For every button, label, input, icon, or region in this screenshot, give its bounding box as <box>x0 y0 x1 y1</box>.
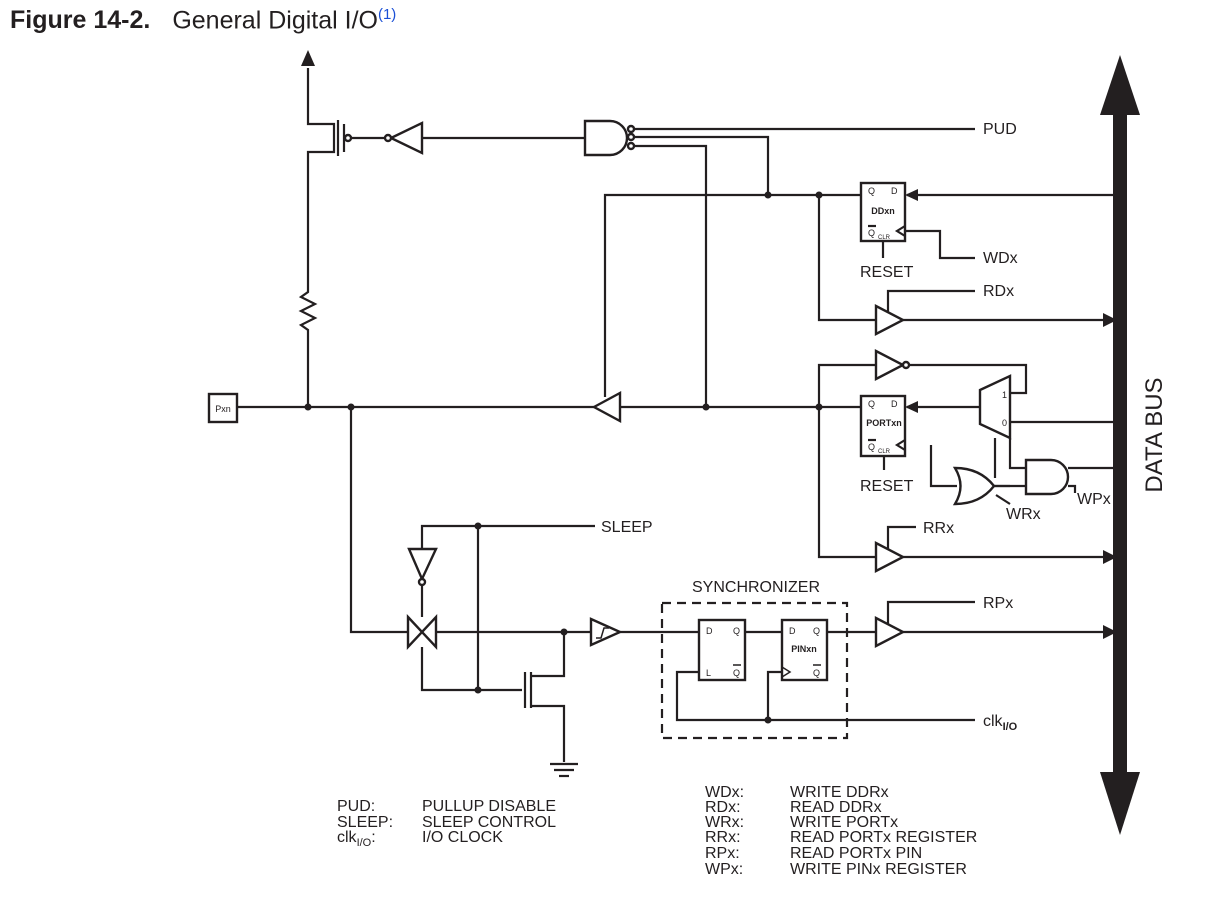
svg-text:RRx:: RRx: <box>705 829 741 846</box>
svg-text:WRx:: WRx: <box>705 814 744 831</box>
figure-number: Figure 14-2. <box>10 6 151 35</box>
rpx-buffer <box>874 616 906 648</box>
write-mux: 1 0 <box>978 374 1012 440</box>
svg-text:CLR: CLR <box>878 235 891 241</box>
signal-clk: clkI/O <box>983 713 1018 733</box>
data-bus: DATA BUS <box>1100 55 1168 835</box>
portxn-label: PORTxn <box>866 418 902 428</box>
rdx-buffer <box>874 304 906 336</box>
pin-label: Pxn <box>215 404 231 414</box>
legend-right: WDx: WRITE DDRx RDx: READ DDRx WRx: WRIT… <box>705 784 977 878</box>
synchronizer-block: SYNCHRONIZER <box>660 579 849 740</box>
svg-text:RPx:: RPx: <box>705 845 740 862</box>
ddxn-register: Q D DDxn Q CLR <box>859 181 907 243</box>
ddxn-label: DDxn <box>871 206 895 216</box>
signal-wdx: WDx <box>983 250 1018 267</box>
signal-wpx: WPx <box>1077 491 1111 508</box>
sleep-pulldown-transistor <box>523 632 566 762</box>
signal-rrx: RRx <box>923 520 954 537</box>
svg-text:L: L <box>706 668 711 678</box>
pullup-transistor <box>336 120 391 156</box>
signal-sleep: SLEEP <box>601 519 653 536</box>
svg-text:D: D <box>891 186 898 196</box>
svg-text:1: 1 <box>1002 390 1007 400</box>
sleep-inverter <box>407 547 438 587</box>
svg-text:D: D <box>706 626 713 636</box>
pullup-resistor <box>298 50 336 407</box>
ground-icon <box>550 762 578 778</box>
signal-wrx: WRx <box>1006 506 1041 523</box>
svg-text:CLR: CLR <box>878 449 891 455</box>
svg-text:READ PORTx PIN: READ PORTx PIN <box>790 845 922 862</box>
svg-text:clkI/O:: clkI/O: <box>337 829 376 849</box>
wpx-and-gate <box>1024 458 1070 496</box>
svg-text:D: D <box>891 399 898 409</box>
pinxn-label: PINxn <box>791 644 817 654</box>
svg-text:WPx:: WPx: <box>705 861 743 878</box>
svg-text:Q: Q <box>813 668 820 678</box>
data-bus-label: DATA BUS <box>1141 377 1168 492</box>
svg-text:Q: Q <box>733 626 740 636</box>
svg-text:Q: Q <box>868 186 875 196</box>
svg-text:READ DDRx: READ DDRx <box>790 799 882 816</box>
pullup-inverter <box>383 121 585 155</box>
svg-text:PULLUP DISABLE: PULLUP DISABLE <box>422 798 556 815</box>
footnote-ref: (1) <box>377 6 397 23</box>
transmission-gate <box>406 613 438 651</box>
reset-ddxn: RESET <box>860 264 914 281</box>
figure-caption: General Digital I/O <box>172 6 378 35</box>
portxn-register: Q D PORTxn Q CLR <box>859 394 907 458</box>
svg-text:Q: Q <box>733 668 740 678</box>
svg-text:PUD:: PUD: <box>337 798 375 815</box>
schmitt-trigger <box>589 617 623 647</box>
wrx-or-gate <box>952 466 996 506</box>
svg-text:WRITE DDRx: WRITE DDRx <box>790 784 889 801</box>
toggle-inverter <box>874 349 911 381</box>
svg-text:SLEEP CONTROL: SLEEP CONTROL <box>422 814 556 831</box>
pinxn-flipflop: D Q PINxn Q <box>780 618 829 682</box>
signal-pud: PUD <box>983 121 1017 138</box>
latch: D Q L Q <box>697 618 747 682</box>
svg-text:WDx:: WDx: <box>705 784 744 801</box>
reset-portxn: RESET <box>860 478 914 495</box>
svg-text:Q: Q <box>813 626 820 636</box>
pullup-nand-gate <box>583 119 636 157</box>
signal-rdx: RDx <box>983 283 1014 300</box>
svg-text:WRITE PORTx: WRITE PORTx <box>790 814 898 831</box>
svg-text:0: 0 <box>1002 418 1007 428</box>
legend-left: PUD: PULLUP DISABLE SLEEP: SLEEP CONTROL… <box>337 798 556 849</box>
svg-text:SLEEP:: SLEEP: <box>337 814 393 831</box>
synchronizer-label: SYNCHRONIZER <box>692 579 820 596</box>
svg-text:Q: Q <box>868 442 875 452</box>
figure-title: Figure 14-2. General Digital I/O(1) <box>10 6 396 35</box>
svg-text:RDx:: RDx: <box>705 799 741 816</box>
svg-text:READ PORTx REGISTER: READ PORTx REGISTER <box>790 829 977 846</box>
svg-text:D: D <box>789 626 796 636</box>
rrx-buffer <box>874 541 906 573</box>
signal-rpx: RPx <box>983 595 1013 612</box>
pin-pxn: Pxn <box>207 392 239 424</box>
svg-text:Q: Q <box>868 399 875 409</box>
svg-text:WRITE PINx REGISTER: WRITE PINx REGISTER <box>790 861 967 878</box>
output-buffer <box>591 390 622 424</box>
svg-text:I/O CLOCK: I/O CLOCK <box>422 829 503 846</box>
svg-text:Q: Q <box>868 228 875 238</box>
